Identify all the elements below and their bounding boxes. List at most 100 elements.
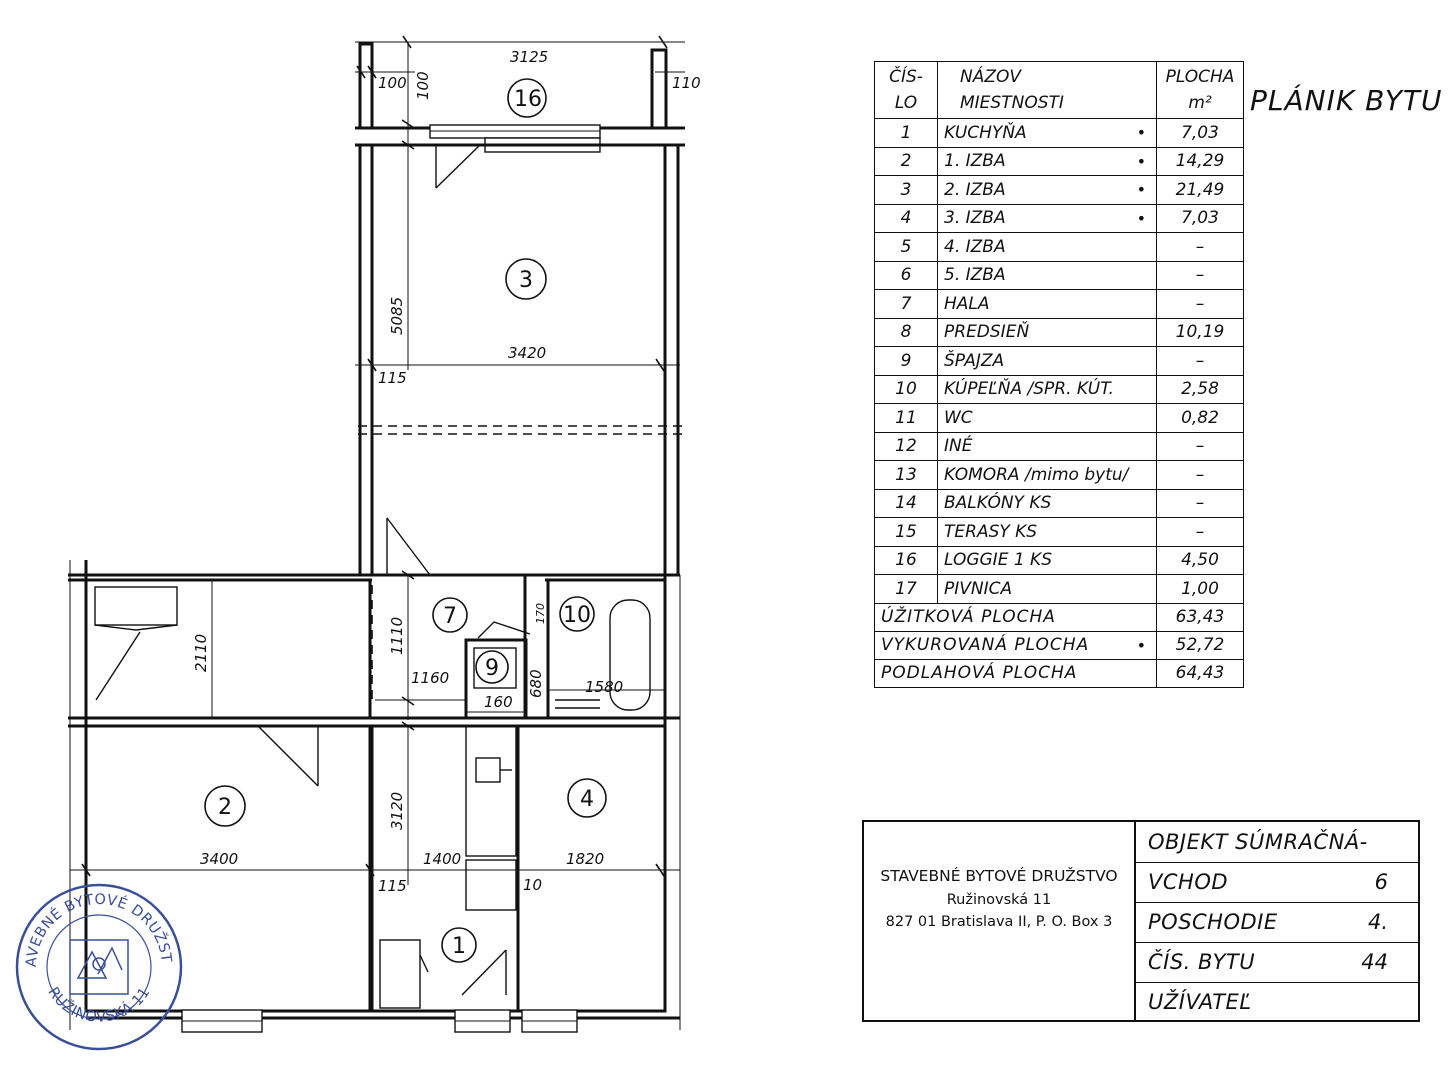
room-label-1: 1 [452,934,466,959]
row-name-cell: 2. IZBA• [937,175,1157,205]
row-name-cell: WC [937,403,1157,433]
row-name-cell: PIVNICA [937,574,1157,604]
room-area-table: ČÍS- LO NÁZOV MIESTNOSTI PLOCHA m² 1 KUCH… [874,61,1244,688]
summary-row: VYKUROVANÁ PLOCHA•52,72 [874,630,1244,660]
row-number: 11 [874,403,938,433]
row-area: 4,50 [1156,545,1244,575]
header-name-line2: MIESTNOSTI [960,93,1064,113]
dim-loggia-wall-left: 100 [378,74,407,92]
row-number: 15 [874,517,938,547]
info-label: VCHOD [1148,870,1229,894]
summary-label: VYKUROVANÁ PLOCHA [881,635,1090,655]
row-name: KOMORA /mimo bytu/ [944,464,1129,485]
row-name-cell: HALA [937,289,1157,319]
header-name: NÁZOV MIESTNOSTI [937,61,1157,119]
row-number: 1 [874,118,938,148]
row-name-cell: TERASY KS [937,517,1157,547]
row-name: 4. IZBA [944,236,1006,257]
row-area: 0,82 [1156,403,1244,433]
stamp-text-bottom: RUŽINOVSKÁ 11 [44,985,153,1026]
row-name: HALA [944,293,990,314]
row-name-cell: ŠPAJZA [937,346,1157,376]
row-marker: • [1136,180,1146,200]
summary-label-cell: VYKUROVANÁ PLOCHA• [874,630,1157,660]
row-number: 6 [874,260,938,290]
table-row: 11 WC 0,82 [874,403,1244,433]
dim-room2-width: 3400 [200,850,238,868]
dim-loggia-width: 3125 [510,48,548,66]
header-area-line2: m² [1188,93,1212,113]
dim-bath-width: 1580 [585,678,623,696]
row-name: KUCHYŇA [944,122,1027,143]
coop-street: Ružinovská 11 [946,892,1052,908]
room-label-2: 2 [218,795,232,820]
dim-loggia-wall-right: 110 [672,74,701,92]
row-name: LOGGIE 1 KS [944,550,1052,571]
row-area: – [1156,460,1244,490]
header-name-line1: NÁZOV [960,67,1022,87]
summary-label-cell: PODLAHOVÁ PLOCHA [874,658,1157,688]
row-area: 1,00 [1156,574,1244,604]
info-label: OBJEKT SÚMRAČNÁ- [1148,830,1368,854]
row-area: 21,49 [1156,175,1244,205]
row-number: 2 [874,146,938,176]
info-label: ČÍS. BYTU [1148,950,1256,974]
coop-name: STAVEBNÉ BYTOVÉ DRUŽSTVO [880,867,1118,885]
dim-room3-depth: 5085 [388,297,406,335]
cooperative-address: STAVEBNÉ BYTOVÉ DRUŽSTVO Ružinovská 11 8… [864,822,1136,1020]
row-number: 4 [874,203,938,233]
row-number: 8 [874,317,938,347]
table-row: 16 LOGGIE 1 KS 4,50 [874,545,1244,575]
row-name: PIVNICA [944,578,1013,599]
row-name: WC [944,407,973,428]
row-name-cell: 3. IZBA • [937,203,1157,233]
table-header-row: ČÍS- LO NÁZOV MIESTNOSTI PLOCHA m² [874,61,1244,119]
row-name: 3. IZBA [944,208,1006,229]
row-number: 17 [874,574,938,604]
info-row: OBJEKT SÚMRAČNÁ- [1136,822,1418,863]
row-area: 7,03 [1156,118,1244,148]
info-value: 6 [1374,870,1388,894]
coop-city: 827 01 Bratislava II, P. O. Box 3 [885,914,1113,930]
header-number-line2: LO [894,93,918,113]
row-marker: • [1136,208,1146,228]
header-area: PLOCHA m² [1156,61,1244,119]
header-area-line1: PLOCHA [1165,67,1235,87]
row-name: PREDSIEŇ [944,322,1030,343]
dim-wall-10: 10 [523,876,542,894]
row-marker: • [1136,151,1146,171]
room-label-10: 10 [563,603,591,628]
row-name: TERASY KS [944,521,1038,542]
dim-kitchen-depth: 3120 [388,792,406,830]
row-number: 3 [874,175,938,205]
dim-room4-width: 1820 [566,850,604,868]
row-number: 16 [874,545,938,575]
room-label-9: 9 [485,656,499,681]
dim-pantry-width: 160 [484,693,513,711]
summary-area: 64,43 [1156,658,1244,688]
room-label-4: 4 [580,787,594,812]
room-label-3: 3 [519,268,533,293]
dim-hall-depth: 1110 [388,617,406,655]
row-area: 2,58 [1156,374,1244,404]
row-area: – [1156,260,1244,290]
row-name-cell: KOMORA /mimo bytu/ [937,460,1157,490]
row-area: – [1156,431,1244,461]
info-label: POSCHODIE [1148,910,1278,934]
room-label-7: 7 [443,604,457,629]
summary-label: PODLAHOVÁ PLOCHA [881,663,1078,683]
dim-wall-115-bottom: 115 [378,877,407,895]
row-number: 5 [874,232,938,262]
row-name: ŠPAJZA [944,350,1005,371]
header-number-line1: ČÍS- [889,67,923,87]
